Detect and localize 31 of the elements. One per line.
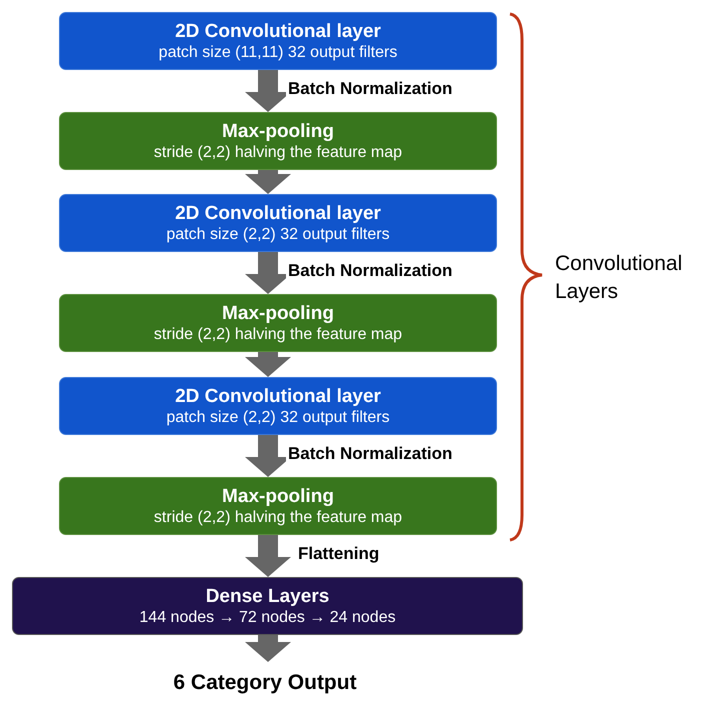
edge-label: Batch Normalization (286, 79, 454, 99)
layer-box (59, 112, 497, 170)
group-label: Convolutional Layers (555, 251, 684, 305)
layer-title: 2D Convolutional layer (175, 384, 381, 408)
layer-description: 144 nodes → 72 nodes → 24 nodes (139, 608, 396, 628)
edge-label: Flattening (296, 544, 382, 564)
output-label: 6 Category Output (173, 670, 357, 694)
layer-box (12, 577, 523, 635)
layer-description: patch size (2,2) 32 output filters (166, 224, 390, 244)
layer-description: stride (2,2) halving the feature map (154, 324, 402, 344)
edge-label: Batch Normalization (286, 444, 454, 464)
layer-box (59, 477, 497, 535)
layer-box (59, 194, 497, 252)
arrow (245, 635, 291, 662)
layer-box (59, 294, 497, 352)
layer-title: Max-pooling (222, 484, 334, 508)
layer-description: patch size (11,11) 32 output filters (158, 42, 398, 62)
layer-description: stride (2,2) halving the feature map (154, 142, 402, 162)
arrow (245, 170, 291, 194)
layer-title: Dense Layers (206, 584, 330, 608)
layer-box (59, 377, 497, 435)
layer-description: patch size (2,2) 32 output filters (166, 408, 390, 428)
layer-title: Max-pooling (222, 302, 334, 324)
layer-description: stride (2,2) halving the feature map (154, 508, 402, 528)
arrow (245, 535, 291, 577)
layer-title: 2D Convolutional layer (175, 20, 381, 42)
arrow (245, 352, 291, 377)
layer-box (59, 12, 497, 70)
layer-title: 2D Convolutional layer (175, 202, 381, 224)
edge-label: Batch Normalization (286, 261, 454, 281)
layer-title: Max-pooling (222, 120, 334, 142)
